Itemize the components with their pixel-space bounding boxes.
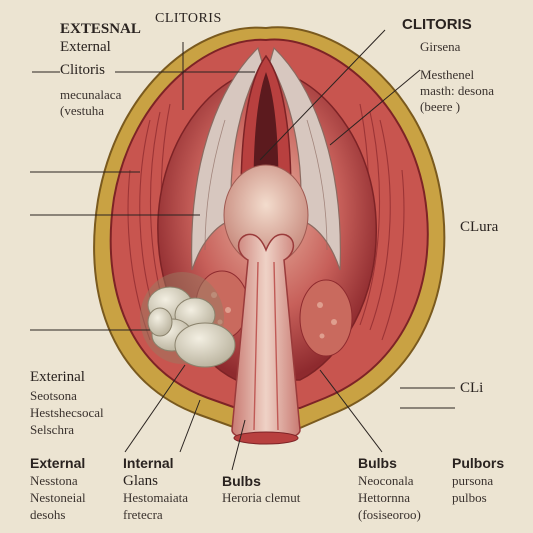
label-bottom-4-desc2: (fosiseoroo) [358,507,421,522]
label-right-mid: CLura [460,219,499,235]
label-bottom-1-desc2: desohs [30,507,66,522]
label-top-left-desc2: (vestuha [60,103,105,118]
label-top-right-desc1: Mesthenel [420,67,475,82]
label-bottom-3-title: Bulbs [222,473,261,489]
gland-cluster [140,272,236,368]
label-top-left-desc1: mecunalaca [60,87,122,102]
bulb-right [299,279,353,357]
label-top-center: CLITORIS [155,11,222,26]
label-top-right-sub: Girsena [420,39,461,54]
label-bottom-4-sub: Neoconala [358,473,414,488]
label-bottom-4-desc1: Hettornna [358,490,410,505]
labia-minora-left [191,46,263,271]
labia-minora-right [269,46,341,271]
label-top-left-title: EXTESNAL [60,21,141,37]
label-left-mid-sub: Seotsona [30,388,77,403]
label-top-right-title: CLITORIS [402,16,472,33]
label-right-low: CLi [460,380,484,396]
label-left-mid-title: Exterinal [30,369,85,385]
label-bottom-1-title: External [30,455,86,471]
label-bottom-3-desc1: Heroria clemut [222,490,301,505]
label-bottom-1-sub: Nesstona [30,473,78,488]
label-bottom-2-title: Internal [123,455,174,471]
label-bottom-5-sub: pursona [452,473,494,488]
label-top-right-desc3: (beere ) [420,99,461,114]
label-left-mid-desc2: Selschra [30,422,75,437]
label-bottom-5-title: Pulbors [452,455,505,471]
label-bottom-2-desc1: Hestomaiata [123,490,188,505]
label-bottom-5-desc1: pulbos [452,490,487,505]
label-top-right-desc2: masth: desona [420,83,495,98]
label-bottom-2-sub: Glans [123,473,158,489]
label-top-left-clitoris: Clitoris [60,62,106,78]
leader-lines [30,29,455,471]
label-bottom-1-desc1: Nestoneial [30,490,86,505]
label-bottom-4-title: Bulbs [358,455,397,471]
label-top-left-sub: External [60,39,111,55]
label-bottom-2-desc2: fretecra [123,507,163,522]
label-left-mid-desc1: Hestshecsocal [30,405,104,420]
